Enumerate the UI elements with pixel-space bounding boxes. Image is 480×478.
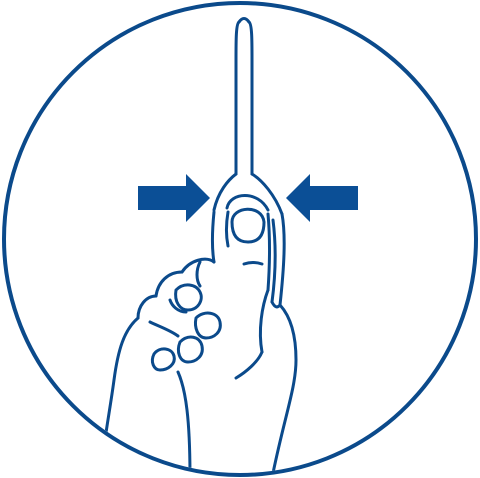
hand-icon bbox=[100, 209, 296, 478]
arrow-left-icon bbox=[286, 174, 358, 222]
arrow-right-icon bbox=[138, 174, 210, 222]
